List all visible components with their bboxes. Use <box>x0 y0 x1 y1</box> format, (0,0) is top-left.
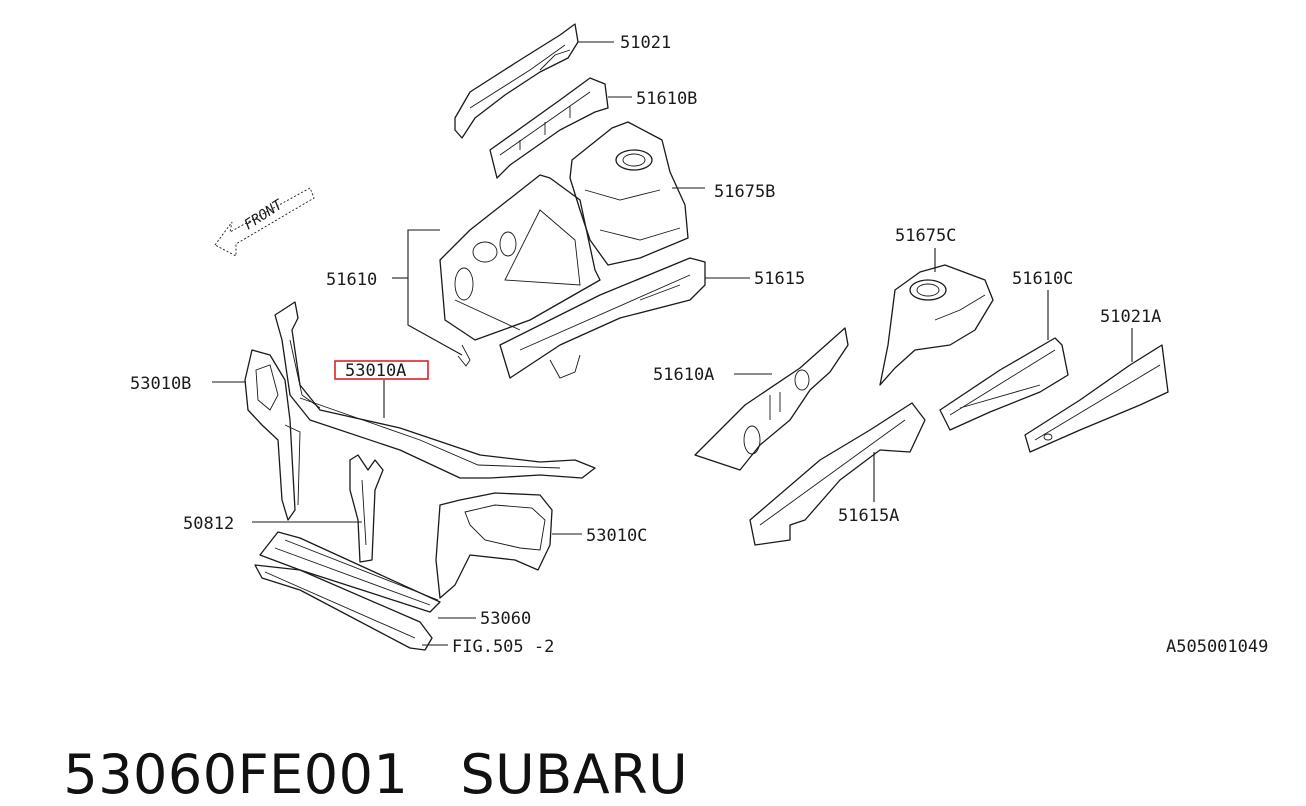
brand-name: SUBARU <box>460 743 689 806</box>
callout-51610A[interactable]: 51610A <box>653 365 714 385</box>
callout-51021[interactable]: 51021 <box>620 33 671 53</box>
callout-53010A[interactable]: 53010A <box>345 361 406 381</box>
callout-51615A[interactable]: 51615A <box>838 506 899 526</box>
part-51610A <box>694 327 849 471</box>
caption: 53060FE001 SUBARU <box>28 680 688 806</box>
callout-51615[interactable]: 51615 <box>754 269 805 289</box>
part-fig-505-2 <box>254 564 433 651</box>
highlight-box-53010A <box>334 360 429 380</box>
part-53010C <box>435 492 553 599</box>
part-51021 <box>454 23 579 139</box>
diagram-id: A505001049 <box>1166 637 1268 657</box>
part-51021A <box>1024 344 1169 453</box>
front-arrow: FRONT <box>214 187 315 257</box>
callout-51675C[interactable]: 51675C <box>895 226 956 246</box>
callout-51610C[interactable]: 51610C <box>1012 269 1073 289</box>
callout-53060[interactable]: 53060 <box>480 609 531 629</box>
callout-53010C[interactable]: 53010C <box>586 526 647 546</box>
callout-51675B[interactable]: 51675B <box>714 182 775 202</box>
part-51615A <box>749 402 926 546</box>
part-53010A <box>274 301 596 479</box>
callout-51610B[interactable]: 51610B <box>636 89 697 109</box>
parts-diagram: FRONT 51021 51610B 51675B 51610 5161 <box>130 23 1268 657</box>
part-51675C <box>879 264 994 386</box>
part-50812 <box>349 454 384 563</box>
callout-51610[interactable]: 51610 <box>326 270 377 290</box>
part-51615 <box>499 257 706 379</box>
part-51675B <box>569 121 689 266</box>
part-51610C <box>939 337 1069 431</box>
front-label: FRONT <box>241 196 286 233</box>
part-53010B <box>244 349 301 521</box>
part-53060 <box>259 531 441 613</box>
part-51610B <box>489 77 609 179</box>
part-number: 53060FE001 <box>63 743 409 806</box>
callout-fig-505-2[interactable]: FIG.505 -2 <box>452 637 554 657</box>
callout-50812[interactable]: 50812 <box>183 514 234 534</box>
part-51610 <box>439 174 601 367</box>
callout-53010B[interactable]: 53010B <box>130 374 191 394</box>
callout-51021A[interactable]: 51021A <box>1100 307 1161 327</box>
